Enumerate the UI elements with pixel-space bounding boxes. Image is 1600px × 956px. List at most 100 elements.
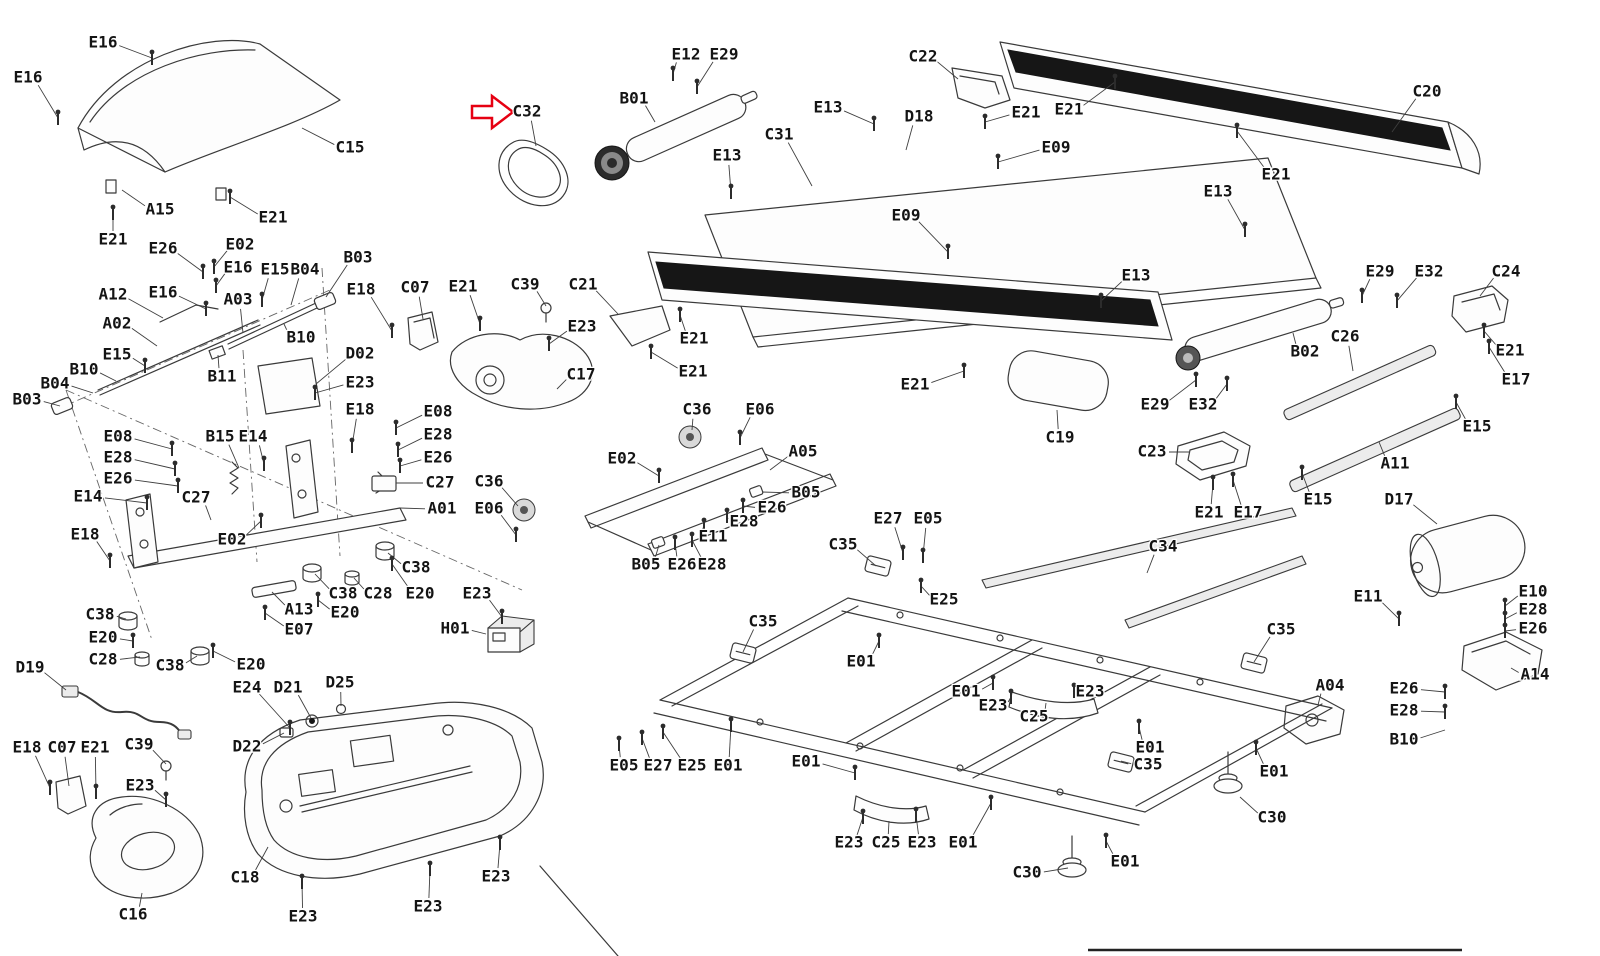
part-label: E02: [226, 235, 255, 254]
part-label: C30: [1258, 808, 1287, 827]
fastener-glyph: [920, 547, 926, 563]
fastener-glyph: [1442, 703, 1448, 719]
part-label: D02: [346, 344, 375, 363]
leader-line: [387, 552, 402, 565]
part-label: E01: [714, 756, 743, 775]
fastener-glyph: [1396, 610, 1402, 626]
leader-line: [1227, 199, 1246, 231]
fastener-glyph: [1210, 474, 1216, 490]
part-label: A04: [1316, 676, 1345, 695]
part-label: C18: [231, 868, 260, 887]
leader-line: [871, 640, 880, 656]
part-label: E01: [1111, 852, 1140, 871]
leader-line: [548, 330, 568, 345]
leader-line: [418, 296, 424, 320]
leader-line: [887, 820, 890, 835]
fastener-glyph: [149, 49, 155, 65]
leader-line: [397, 437, 423, 451]
part-label: E21: [679, 362, 708, 381]
part-label: D19: [16, 658, 45, 677]
fastener-glyph: [988, 794, 994, 810]
fastener-glyph: [1103, 832, 1109, 848]
part-label: C38: [156, 656, 185, 675]
fastener-glyph: [1230, 471, 1236, 487]
part-label: D22: [233, 737, 262, 756]
leader-line: [261, 278, 269, 301]
bracket-c24: [1451, 285, 1509, 333]
part-label: E23: [346, 373, 375, 392]
part-label: D18: [905, 107, 934, 126]
part-label: E28: [424, 425, 453, 444]
leader-line: [353, 577, 365, 590]
leader-line: [972, 802, 992, 836]
part-label: E23: [979, 696, 1008, 715]
fastener-glyph: [315, 591, 321, 607]
part-label: E18: [347, 280, 376, 299]
fastener-glyph: [175, 477, 181, 493]
part-label: C25: [872, 833, 901, 852]
leader-line: [259, 693, 291, 729]
part-label: E16: [149, 283, 178, 302]
leader-line: [1488, 346, 1506, 374]
fastener-glyph: [1098, 292, 1104, 308]
leader-line: [154, 789, 167, 801]
leader-line: [742, 629, 754, 653]
part-label: C07: [48, 738, 77, 757]
leader-line: [536, 291, 547, 307]
leader-line: [1056, 409, 1059, 430]
part-label: E01: [952, 682, 981, 701]
leader-line: [317, 599, 330, 610]
fastener-glyph: [1481, 322, 1487, 338]
leader-line: [501, 487, 519, 507]
hood-c15: [77, 39, 341, 201]
part-label: D25: [326, 673, 355, 692]
part-label: H01: [441, 619, 470, 638]
leader-line: [1146, 554, 1155, 574]
part-label: E26: [668, 555, 697, 574]
rail-a11: [1289, 407, 1461, 493]
fastener-glyph: [740, 497, 746, 513]
part-label: E14: [239, 427, 268, 446]
part-label: E15: [261, 260, 290, 279]
leader-line: [739, 417, 751, 439]
part-label: E01: [949, 833, 978, 852]
part-label: C19: [1046, 428, 1075, 447]
fastener-glyph: [211, 258, 217, 274]
part-label: E07: [285, 620, 314, 639]
part-label: C15: [336, 138, 365, 157]
part-label: E09: [1042, 138, 1071, 157]
leader-line: [1348, 345, 1354, 372]
part-label: E23: [289, 907, 318, 926]
bracket-c22: [951, 67, 1011, 109]
strips-c34: [981, 507, 1307, 629]
part-label: C20: [1413, 82, 1442, 101]
leader-line: [1239, 796, 1259, 814]
part-label: C39: [125, 735, 154, 754]
fastener-glyph: [107, 552, 113, 568]
part-label: B04: [291, 260, 320, 279]
part-label: E26: [104, 469, 133, 488]
leader-line: [637, 462, 660, 477]
fastener-glyph: [55, 109, 61, 125]
leader-line: [1120, 760, 1132, 765]
fastener-glyph: [1136, 718, 1142, 734]
fastener-glyph: [639, 729, 645, 745]
fastener-glyph: [860, 808, 866, 824]
front-roller-b01: [594, 90, 758, 181]
corner-c17: [449, 333, 594, 410]
screw-c39: [160, 302, 552, 781]
fastener-glyph: [737, 429, 743, 445]
leader-line: [787, 142, 813, 187]
fastener-glyph: [389, 555, 395, 571]
fastener-glyph: [900, 544, 906, 560]
leader-line: [134, 438, 173, 450]
corner-a04: [1283, 695, 1345, 745]
part-label: C28: [89, 650, 118, 669]
part-label: C07: [401, 278, 430, 297]
leader-line: [370, 296, 393, 332]
leader-line: [1043, 867, 1069, 873]
part-label: E05: [610, 756, 639, 775]
leader-line: [530, 120, 537, 147]
leader-line: [691, 539, 702, 559]
